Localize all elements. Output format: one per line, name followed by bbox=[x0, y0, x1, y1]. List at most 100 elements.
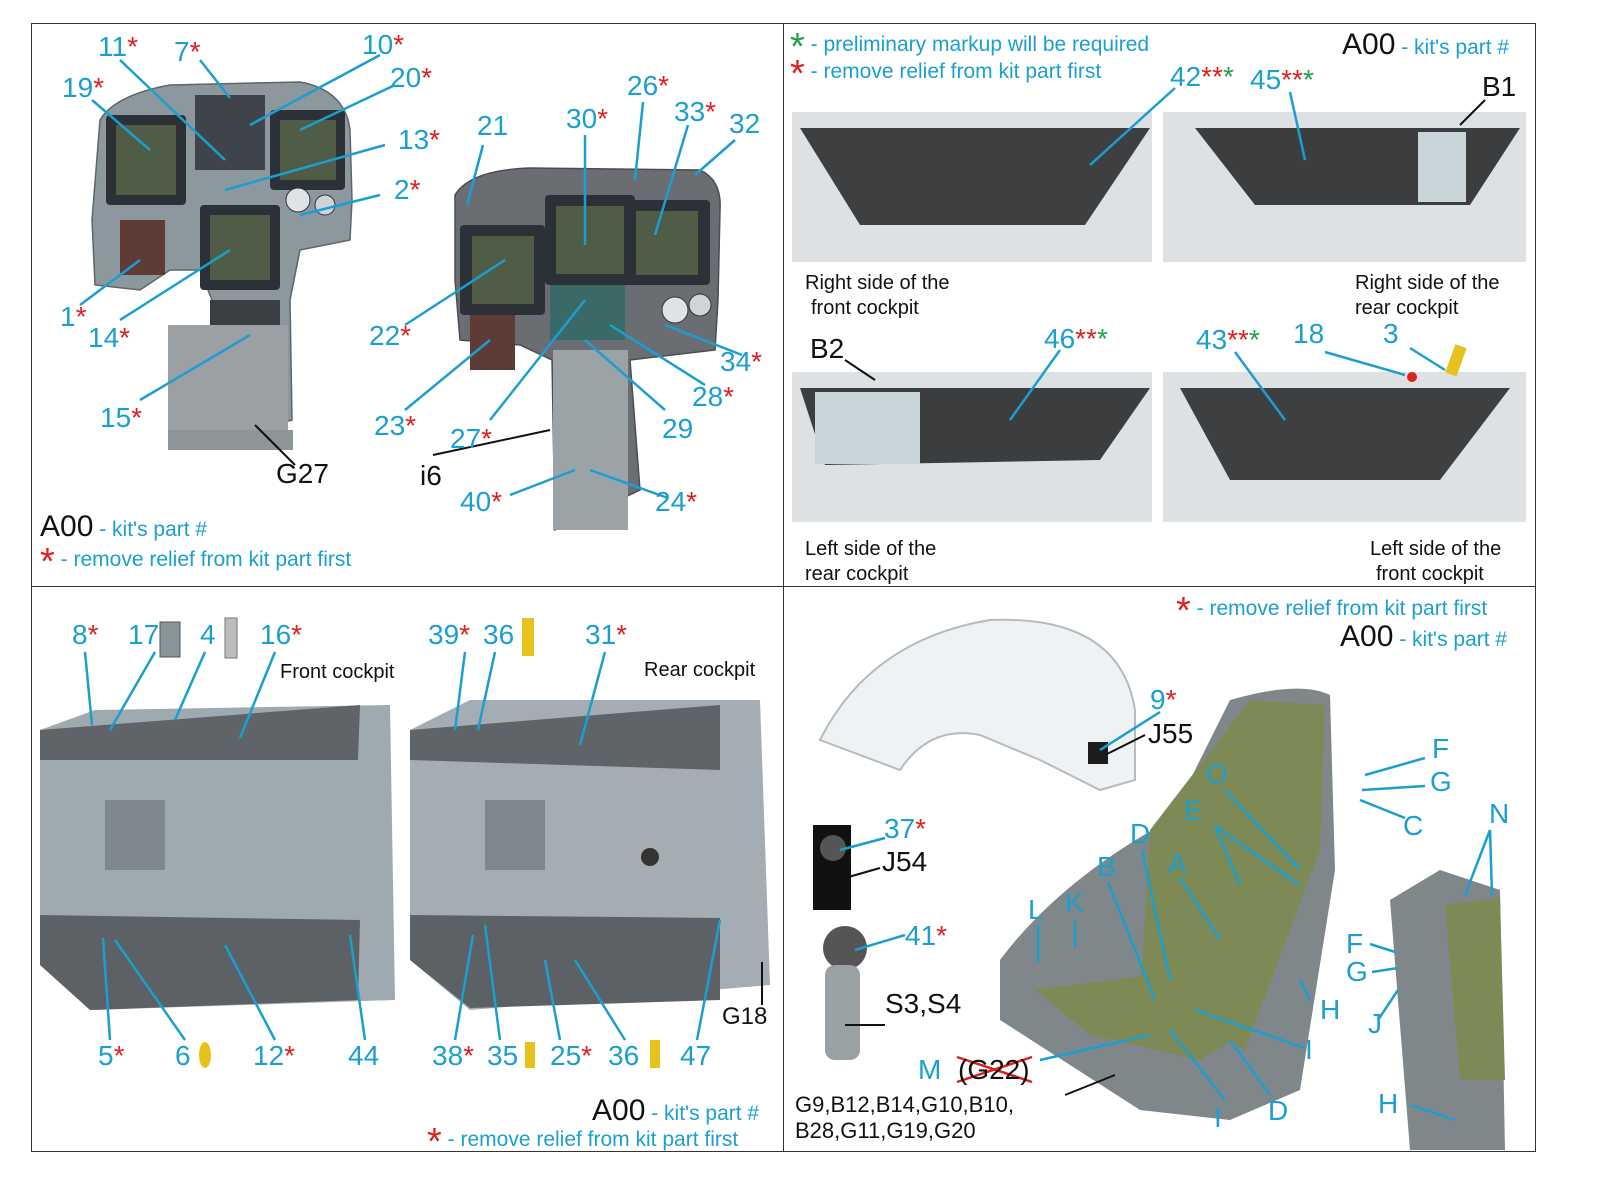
cockpit-tub-photos bbox=[40, 617, 770, 1068]
callout-I-bottom: I bbox=[1214, 1102, 1222, 1133]
q4-black-leaders bbox=[844, 734, 1146, 1096]
callout-25: 25* bbox=[550, 1040, 593, 1071]
callout-10: 10* bbox=[362, 29, 405, 60]
title-rear-cockpit: Rear cockpit bbox=[644, 659, 756, 681]
callout-11: 11* bbox=[98, 31, 138, 62]
callout-40: 40* bbox=[460, 486, 503, 517]
callout-F-side: F bbox=[1346, 928, 1364, 959]
q2-legend-green: * - preliminary markup will be required bbox=[790, 26, 1150, 68]
callout-29: 29 bbox=[662, 413, 694, 444]
seat-canopy-photos bbox=[813, 618, 1505, 1150]
q3-legend-remove: * - remove relief from kit part first bbox=[427, 1121, 739, 1163]
callout-I-right: I bbox=[1305, 1034, 1313, 1065]
callout-B: B bbox=[1097, 851, 1116, 882]
callout-D-top: D bbox=[1130, 818, 1151, 849]
part-label-j54: J54 bbox=[882, 846, 928, 877]
callout-16: 16* bbox=[260, 619, 303, 650]
callout-39: 39* bbox=[428, 619, 471, 650]
part-label-g22-struck: (G22) bbox=[958, 1054, 1030, 1085]
callout-44: 44 bbox=[348, 1040, 380, 1071]
title-front-cockpit: Front cockpit bbox=[280, 661, 395, 683]
callout-30: 30* bbox=[566, 103, 609, 134]
callout-M: M bbox=[918, 1054, 942, 1085]
q2-legend-part: A00 - kit's part # bbox=[1342, 28, 1510, 61]
callout-A: A bbox=[1168, 848, 1187, 879]
part-label-b1: B1 bbox=[1482, 71, 1517, 102]
callout-14: 14* bbox=[88, 322, 131, 353]
callout-G-side: G bbox=[1346, 956, 1368, 987]
q4-leader-lines bbox=[839, 710, 1494, 1122]
callout-C: C bbox=[1403, 810, 1424, 841]
q1-legend-remove: * - remove relief from kit part first bbox=[40, 541, 352, 583]
callout-L: L bbox=[1028, 894, 1044, 925]
q4-legend-part: A00 - kit's part # bbox=[1340, 620, 1508, 653]
callout-O: O bbox=[1206, 758, 1228, 789]
callout-F-seat: F bbox=[1432, 733, 1450, 764]
callout-22: 22* bbox=[369, 320, 412, 351]
callout-38: 38* bbox=[432, 1040, 475, 1071]
callout-G-seat: G bbox=[1430, 766, 1452, 797]
callout-45: 45*** bbox=[1250, 64, 1314, 95]
part-label-i6: i6 bbox=[420, 460, 442, 491]
callout-13: 13* bbox=[398, 124, 441, 155]
callout-H-side: H bbox=[1378, 1088, 1399, 1119]
callout-33: 33* bbox=[674, 96, 717, 127]
callout-18: 18 bbox=[1293, 318, 1325, 349]
callout-1: 1* bbox=[60, 301, 87, 332]
callout-K: K bbox=[1065, 887, 1084, 918]
g22-strike bbox=[956, 1055, 1033, 1084]
callout-3: 3 bbox=[1383, 318, 1399, 349]
callout-36-top: 36 bbox=[483, 619, 515, 650]
callout-D-bottom: D bbox=[1268, 1095, 1289, 1126]
callout-42: 42*** bbox=[1170, 61, 1234, 92]
q2-black-leaders bbox=[844, 99, 1486, 381]
callout-46: 46*** bbox=[1044, 323, 1108, 354]
part-label-b2: B2 bbox=[810, 333, 845, 364]
q1-leader-lines bbox=[79, 53, 743, 500]
callout-E: E bbox=[1184, 795, 1203, 826]
callout-36-bottom: 36 bbox=[608, 1040, 640, 1071]
q1-black-leaders bbox=[254, 424, 551, 466]
callout-12: 12* bbox=[253, 1040, 296, 1071]
part-label-j55: J55 bbox=[1148, 718, 1194, 749]
callout-N: N bbox=[1489, 798, 1510, 829]
callout-4: 4 bbox=[200, 619, 216, 650]
callout-H-seat: H bbox=[1320, 994, 1341, 1025]
side-console-photos bbox=[792, 112, 1526, 522]
callout-34: 34* bbox=[720, 346, 763, 377]
callout-2: 2* bbox=[394, 174, 421, 205]
parts-list: G9,B12,B14,G10,B10,B28,G11,G19,G20 bbox=[795, 1092, 1014, 1144]
rear-instrument-panel bbox=[454, 167, 721, 532]
callout-6: 6 bbox=[175, 1040, 191, 1071]
callout-21: 21 bbox=[477, 110, 509, 141]
q2-leader-lines bbox=[1008, 87, 1446, 421]
callout-5: 5* bbox=[98, 1040, 125, 1071]
callout-35: 35 bbox=[487, 1040, 519, 1071]
callout-7: 7* bbox=[174, 36, 201, 67]
callout-9: 9* bbox=[1150, 684, 1177, 715]
callout-15: 15* bbox=[100, 402, 143, 433]
part-label-s3-s4: S3,S4 bbox=[885, 988, 962, 1019]
callout-17: 17 bbox=[128, 619, 160, 650]
callout-31: 31* bbox=[585, 619, 628, 650]
callout-26: 26* bbox=[627, 70, 670, 101]
callout-47: 47 bbox=[680, 1040, 712, 1071]
callout-28: 28* bbox=[692, 381, 735, 412]
q1-legend-part: A00 - kit's part # bbox=[40, 510, 208, 543]
callout-32: 32 bbox=[729, 108, 761, 139]
quadrant-seat-canopy bbox=[783, 586, 1536, 1152]
q4-legend-remove: * - remove relief from kit part first bbox=[1176, 590, 1488, 632]
callout-24: 24* bbox=[655, 486, 698, 517]
callout-41: 41* bbox=[905, 920, 948, 951]
callout-J: J bbox=[1368, 1008, 1382, 1039]
part-label-g18: G18 bbox=[722, 1003, 768, 1030]
part-label-g27: G27 bbox=[276, 458, 329, 489]
callout-43: 43*** bbox=[1196, 324, 1260, 355]
callout-20: 20* bbox=[390, 62, 433, 93]
q3-legend-part: A00 - kit's part # bbox=[592, 1094, 760, 1127]
